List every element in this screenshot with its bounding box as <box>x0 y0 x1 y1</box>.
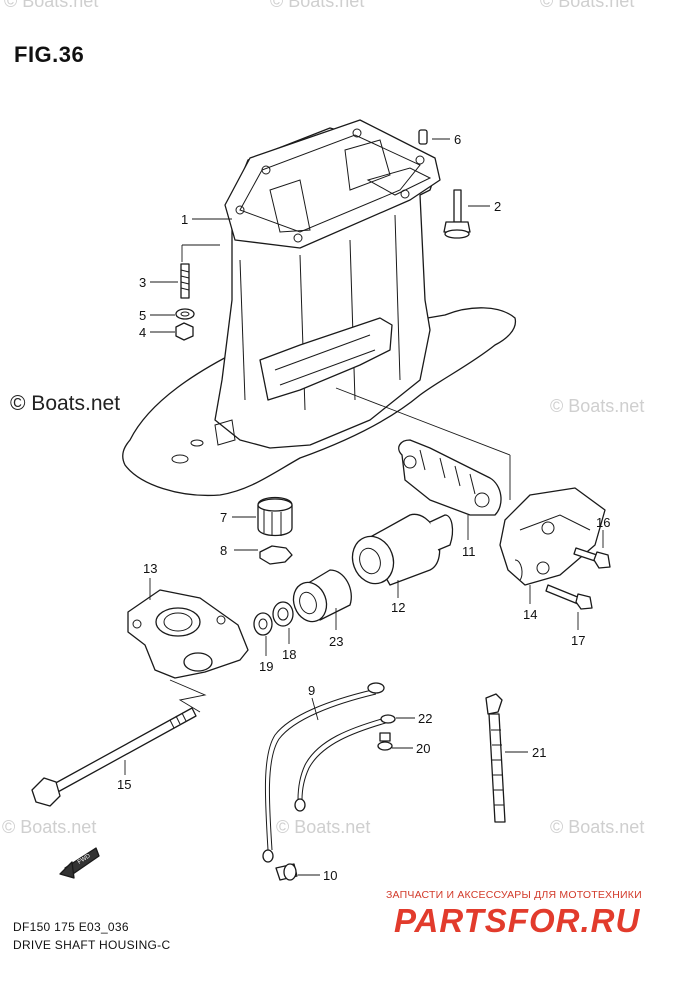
drive-shaft-housing-drawing <box>122 119 517 497</box>
bushing-part-7 <box>257 496 293 537</box>
bolt-part-2 <box>443 189 471 239</box>
washer-part-19 <box>253 612 273 636</box>
callout-6: 6 <box>454 132 461 147</box>
callout-17: 17 <box>571 633 585 648</box>
mount-rubber-part-11 <box>398 439 502 516</box>
callout-numbers: 1 2 3 4 5 6 7 8 9 10 11 12 13 14 15 16 1… <box>117 132 610 883</box>
model-code: DF150 175 E03_036 <box>13 920 129 934</box>
callout-3: 3 <box>139 275 146 290</box>
dealer-logo: PARTSFOR.RU <box>394 902 641 939</box>
callout-16: 16 <box>596 515 610 530</box>
stopper-part-23 <box>292 569 352 623</box>
callout-11: 11 <box>462 544 476 559</box>
nut-part-4 <box>175 322 194 341</box>
ground-wire-part-9 <box>262 682 385 863</box>
ground-wire-lower <box>294 714 396 812</box>
leader-lines <box>124 138 604 876</box>
callout-19: 19 <box>259 659 273 674</box>
callout-2: 2 <box>494 199 501 214</box>
watermark-right: © Boats.net <box>550 396 644 416</box>
watermark-top-mid: © Boats.net <box>270 0 364 11</box>
callout-18: 18 <box>282 647 296 662</box>
callout-7: 7 <box>220 510 227 525</box>
boats-net-watermark-main: © Boats.net <box>10 392 121 415</box>
watermark-lower-right: © Boats.net <box>550 817 644 837</box>
callout-4: 4 <box>139 325 146 340</box>
long-bolt-part-15 <box>31 707 197 807</box>
watermark-top: © Boats.net <box>4 0 98 11</box>
callout-13: 13 <box>143 561 157 576</box>
screw-part-10 <box>275 863 298 881</box>
callout-22: 22 <box>418 711 432 726</box>
callout-14: 14 <box>523 607 537 622</box>
figure-title: FIG.36 <box>14 42 85 67</box>
callout-15: 15 <box>117 777 131 792</box>
mount-bracket-part-14 <box>499 487 606 586</box>
callout-9: 9 <box>308 683 315 698</box>
watermark-lower-mid: © Boats.net <box>276 817 370 837</box>
watermark-lower-left: © Boats.net <box>2 817 96 837</box>
callout-8: 8 <box>220 543 227 558</box>
bolt-part-16 <box>573 547 611 569</box>
callout-10: 10 <box>323 868 337 883</box>
clamp-bracket-part-13 <box>127 589 249 679</box>
bolt-part-17 <box>545 584 593 610</box>
upper-mount-part-12 <box>351 513 454 586</box>
watermark-top-right: © Boats.net <box>540 0 634 11</box>
callout-23: 23 <box>329 634 343 649</box>
callout-1: 1 <box>181 212 188 227</box>
washer-part-18 <box>272 601 294 627</box>
fwd-arrow-icon: FWD <box>59 847 100 879</box>
washer-part-5 <box>175 308 195 320</box>
dowel-pin-part-6 <box>418 129 428 145</box>
cable-tie-part-21 <box>485 693 506 823</box>
section-title: DRIVE SHAFT HOUSING-C <box>13 938 171 952</box>
stud-part-3 <box>180 263 190 299</box>
callout-21: 21 <box>532 745 546 760</box>
dealer-subtitle: ЗАПЧАСТИ И АКСЕССУАРЫ ДЛЯ МОТОТЕХНИКИ <box>386 889 642 901</box>
o-ring-part-8 <box>259 545 293 565</box>
callout-20: 20 <box>416 741 430 756</box>
screw-part-20 <box>377 732 393 751</box>
callout-5: 5 <box>139 308 146 323</box>
callout-12: 12 <box>391 600 405 615</box>
